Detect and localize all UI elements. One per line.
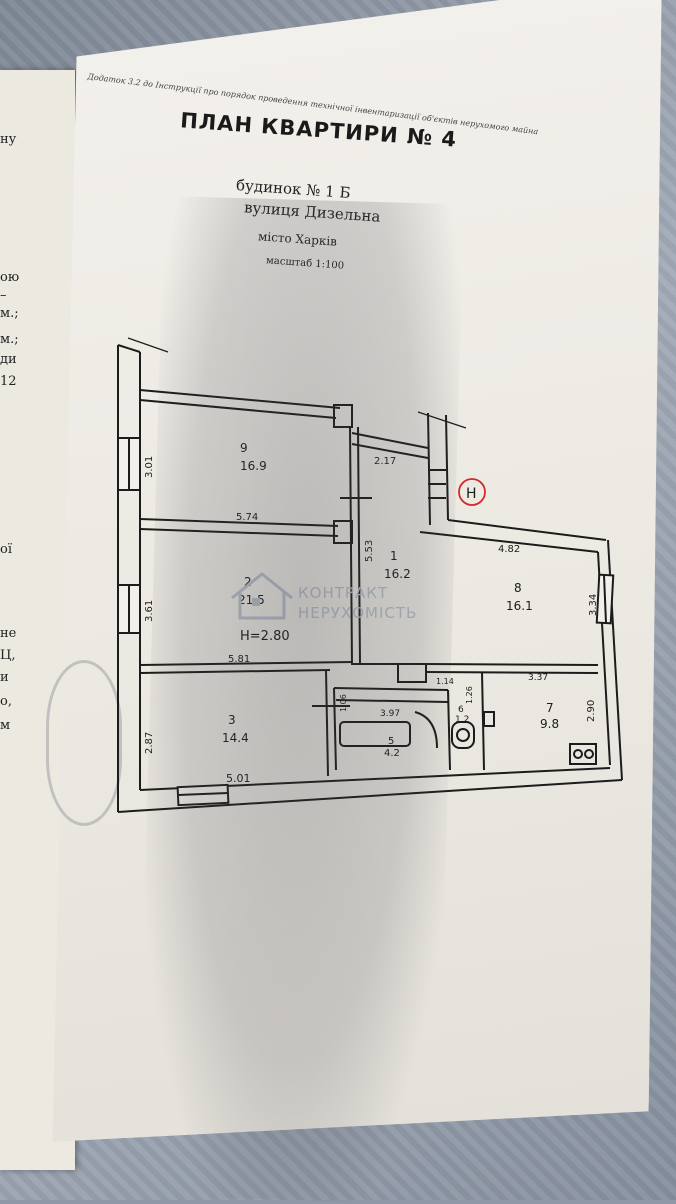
room-2-number: 2 — [244, 575, 252, 589]
dim-1-14: 1.14 — [436, 677, 454, 686]
dim-2-87: 2.87 — [144, 732, 155, 754]
room-1-area: 16.2 — [384, 567, 411, 581]
back-text-11: и — [0, 670, 9, 685]
room-7-number: 7 — [546, 701, 554, 715]
dim-2-90: 2.90 — [586, 700, 597, 722]
dim-3-01: 3.01 — [144, 456, 155, 478]
dim-3-34: 3.34 — [588, 594, 599, 616]
watermark-window-icon — [252, 598, 260, 606]
room-5-area: 4.2 — [384, 748, 400, 759]
back-text-6: ди — [0, 352, 17, 367]
ceiling-height: Н=2.80 — [240, 629, 290, 644]
room-3-number: 3 — [228, 713, 236, 727]
dim-3-61: 3.61 — [144, 600, 155, 622]
watermark-line2: НЕРУХОМІСТЬ — [298, 604, 417, 622]
back-text-8: ої — [0, 542, 12, 557]
room-9-number: 9 — [240, 441, 248, 455]
watermark: КОНТРАКТ НЕРУХОМІСТЬ — [231, 572, 417, 622]
room-6-area: 1.2 — [455, 715, 469, 725]
room-7-area: 9.8 — [540, 717, 559, 731]
back-text-7: 12 — [0, 374, 17, 389]
back-text-2: ою — [0, 270, 20, 285]
room-3-area: 14.4 — [222, 731, 249, 745]
dim-3-97: 3.97 — [380, 709, 400, 719]
room-2-area: 21.5 — [238, 593, 265, 607]
back-text-1: ну — [0, 132, 17, 147]
watermark-line1: КОНТРАКТ — [298, 584, 388, 602]
back-text-12: о, — [0, 694, 12, 709]
dim-5-81: 5.81 — [228, 654, 250, 665]
dim-5-01: 5.01 — [226, 772, 251, 785]
dim-5-53: 5.53 — [364, 540, 375, 562]
room-8-area: 16.1 — [506, 599, 533, 613]
room-8-number: 8 — [514, 581, 522, 595]
room-9-area: 16.9 — [240, 459, 267, 473]
dim-1-06: 1.06 — [339, 694, 348, 712]
back-text-10: Ц, — [0, 648, 16, 663]
back-text-13: м — [0, 718, 11, 733]
dim-3-37: 3.37 — [528, 673, 548, 683]
back-text-3: – — [0, 288, 7, 303]
back-text-4: м.; — [0, 306, 19, 321]
dim-1-26: 1.26 — [465, 686, 474, 704]
room-1-number: 1 — [390, 549, 398, 563]
room-6-number: 6 — [458, 705, 464, 715]
back-text-5: м.; — [0, 332, 19, 347]
back-text-9: не — [0, 626, 17, 641]
dim-2-17: 2.17 — [374, 456, 396, 467]
watermark-house-icon — [231, 572, 293, 620]
entrance-circle — [458, 478, 486, 506]
entrance-marker: Н — [466, 486, 477, 502]
dim-4-82: 4.82 — [498, 544, 520, 555]
dim-5-74: 5.74 — [236, 512, 258, 523]
room-5-number: 5 — [388, 736, 394, 747]
